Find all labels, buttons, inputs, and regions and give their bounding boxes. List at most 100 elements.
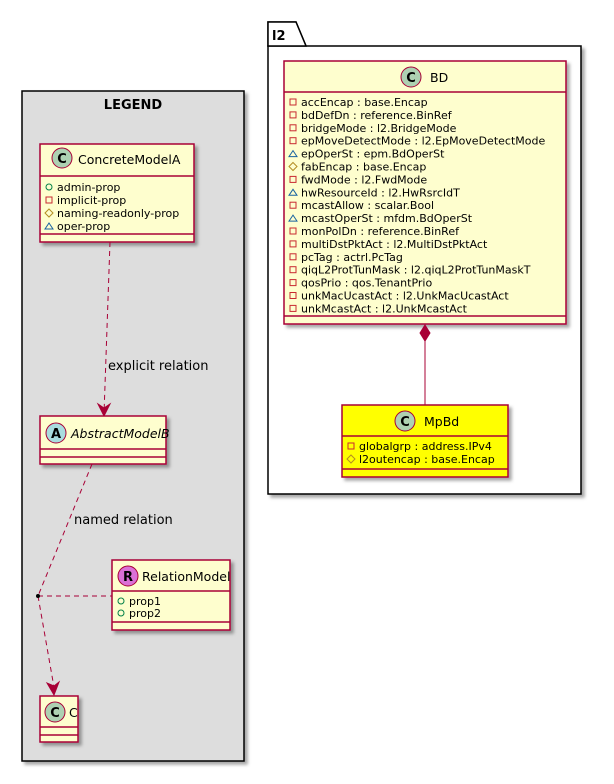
attribute-row: multiDstPktAct : l2.MultiDstPktAct <box>289 238 488 251</box>
protected-visibility-icon <box>44 208 54 218</box>
attribute-text: mcastOperSt : mfdm.BdOperSt <box>301 212 473 225</box>
attribute-row: epOperSt : epm.BdOperSt <box>288 148 445 161</box>
class-name: RelationModel <box>142 569 230 584</box>
attribute-text: accEncap : base.Encap <box>301 96 428 109</box>
package-visibility-icon <box>288 149 298 158</box>
class-c[interactable]: C C <box>39 695 79 743</box>
svg-text:C: C <box>400 415 410 430</box>
private-visibility-icon <box>289 175 297 183</box>
attribute-text: bridgeMode : l2.BridgeMode <box>301 122 457 135</box>
protected-visibility-icon <box>346 454 356 464</box>
composition-relation <box>419 324 431 405</box>
attribute-text: oper-prop <box>57 220 110 233</box>
attribute-row: naming-readonly-prop <box>44 207 179 220</box>
package-name: l2 <box>272 29 286 44</box>
attribute-text: epOperSt : epm.BdOperSt <box>301 148 445 161</box>
attribute-text: qiqL2ProtTunMask : l2.qiqL2ProtTunMaskT <box>301 264 531 277</box>
class-stereotype-c-icon: C <box>44 701 66 723</box>
attribute-row: pcTag : actrl.PcTag <box>289 251 403 264</box>
named-relation-label: named relation <box>74 513 173 528</box>
private-visibility-icon <box>289 266 297 274</box>
public-visibility-icon <box>117 597 125 605</box>
attribute-row: fabEncap : base.Encap <box>288 161 426 174</box>
svg-text:C: C <box>406 71 416 86</box>
relation-junction-dot <box>36 594 40 598</box>
class-name: ConcreteModelA <box>78 152 181 167</box>
attribute-row: globalgrp : address.IPv4 <box>347 440 492 453</box>
attribute-text: unkMacUcastAct : l2.UnkMacUcastAct <box>301 290 509 303</box>
private-visibility-icon <box>289 240 297 248</box>
attribute-text: naming-readonly-prop <box>57 207 179 220</box>
svg-text:A: A <box>51 427 61 442</box>
attribute-row: prop2 <box>117 607 161 620</box>
attribute-row: mcastOperSt : mfdm.BdOperSt <box>288 212 473 225</box>
attribute-row: bridgeMode : l2.BridgeMode <box>289 122 457 135</box>
attribute-row: prop1 <box>117 595 161 608</box>
class-concrete-model-a[interactable]: C ConcreteModelA admin-propimplicit-prop… <box>39 143 195 243</box>
package-visibility-icon <box>288 188 298 196</box>
package-visibility-icon <box>44 222 54 230</box>
legend-title: LEGEND <box>104 98 163 113</box>
class-name: C <box>69 705 78 720</box>
explicit-relation-label: explicit relation <box>108 359 208 374</box>
attribute-text: fabEncap : base.Encap <box>301 161 426 174</box>
attribute-row: monPolDn : reference.BinRef <box>289 225 460 238</box>
attribute-row: implicit-prop <box>45 194 126 207</box>
named-relation: named relation <box>36 463 173 697</box>
explicit-relation: explicit relation <box>96 241 208 418</box>
class-name: AbstractModelB <box>70 426 170 441</box>
svg-text:C: C <box>50 706 60 721</box>
attribute-text: admin-prop <box>57 181 120 194</box>
private-visibility-icon <box>289 253 297 261</box>
attribute-text: multiDstPktAct : l2.MultiDstPktAct <box>301 238 488 251</box>
attribute-row: mcastAllow : scalar.Bool <box>289 199 434 212</box>
class-mpbd[interactable]: C MpBd globalgrp : address.IPv4l2outenca… <box>341 404 509 478</box>
attribute-text: qosPrio : qos.TenantPrio <box>301 277 432 290</box>
attribute-row: l2outencap : base.Encap <box>346 453 495 466</box>
attribute-text: monPolDn : reference.BinRef <box>301 225 460 238</box>
attribute-row: qosPrio : qos.TenantPrio <box>289 277 432 290</box>
private-visibility-icon <box>289 227 297 235</box>
private-visibility-icon <box>289 111 297 119</box>
attribute-text: implicit-prop <box>57 194 126 207</box>
private-visibility-icon <box>289 201 297 209</box>
attribute-row: oper-prop <box>44 220 110 233</box>
package-visibility-icon <box>288 214 298 222</box>
attribute-row: fwdMode : l2.FwdMode <box>289 173 427 186</box>
class-stereotype-r-icon: R <box>117 565 139 587</box>
attribute-text: prop2 <box>129 607 161 620</box>
private-visibility-icon <box>289 292 297 299</box>
attribute-text: prop1 <box>129 595 161 608</box>
attribute-row: epMoveDetectMode : l2.EpMoveDetectMode <box>289 135 545 148</box>
public-visibility-icon <box>45 183 53 191</box>
protected-visibility-icon <box>288 161 298 172</box>
attribute-text: fwdMode : l2.FwdMode <box>301 173 427 186</box>
class-name: MpBd <box>424 414 459 429</box>
private-visibility-icon <box>289 137 297 145</box>
attribute-text: epMoveDetectMode : l2.EpMoveDetectMode <box>301 135 545 148</box>
attribute-row: unkMacUcastAct : l2.UnkMacUcastAct <box>289 290 509 303</box>
class-stereotype-c-icon: C <box>400 66 422 88</box>
class-name: BD <box>430 70 448 85</box>
attribute-text: pcTag : actrl.PcTag <box>301 251 403 264</box>
public-visibility-icon <box>117 609 125 617</box>
class-stereotype-a-icon: A <box>45 422 67 444</box>
private-visibility-icon <box>347 442 355 450</box>
attribute-text: mcastAllow : scalar.Bool <box>301 199 434 212</box>
attribute-row: unkMcastAct : l2.UnkMcastAct <box>289 302 468 315</box>
attribute-row: hwResourceId : l2.HwRsrcIdT <box>288 186 460 199</box>
svg-text:R: R <box>123 570 133 585</box>
private-visibility-icon <box>289 304 297 312</box>
attribute-text: l2outencap : base.Encap <box>359 453 495 466</box>
class-abstract-model-b[interactable]: A AbstractModelB <box>39 415 170 465</box>
private-visibility-icon <box>289 98 297 106</box>
attribute-text: bdDefDn : reference.BinRef <box>301 109 453 122</box>
svg-text:C: C <box>57 152 67 167</box>
attribute-row: accEncap : base.Encap <box>289 96 428 109</box>
class-stereotype-c-icon: C <box>51 147 73 169</box>
private-visibility-icon <box>289 124 297 132</box>
